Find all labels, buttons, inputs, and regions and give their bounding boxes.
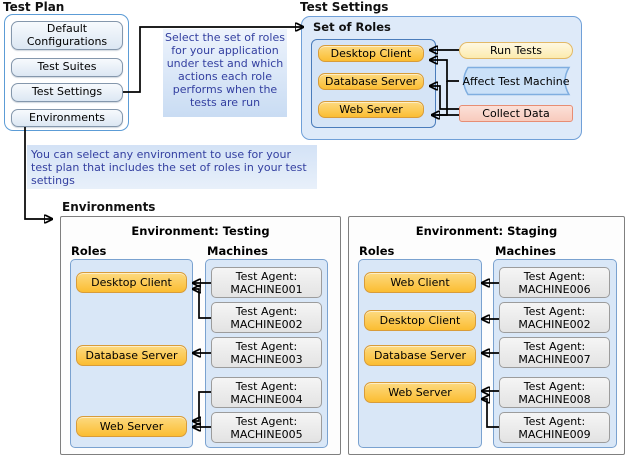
testing-roles-label: Roles xyxy=(71,244,107,258)
staging-machines-label: Machines xyxy=(495,244,556,258)
node-action-collect-data: Collect Data xyxy=(459,105,573,122)
machine-line1: Test Agent: xyxy=(235,269,298,283)
node-machine006: Test Agent: MACHINE006 xyxy=(499,267,610,298)
machine-line1: Test Agent: xyxy=(523,414,586,428)
machine-line2: MACHINE003 xyxy=(230,352,303,366)
machine-line2: MACHINE001 xyxy=(230,282,303,296)
annotation-environment-note: You can select any environment to use fo… xyxy=(27,145,317,189)
node-staging-role-web-client: Web Client xyxy=(364,272,476,293)
set-of-roles-label: Set of Roles xyxy=(313,20,391,34)
node-testing-role-database-server: Database Server xyxy=(76,345,187,366)
machine-line2: MACHINE006 xyxy=(518,282,591,296)
machine-line1: Test Agent: xyxy=(235,339,298,353)
node-staging-role-web-server: Web Server xyxy=(364,382,476,403)
node-machine005: Test Agent: MACHINE005 xyxy=(211,412,322,443)
node-machine002: Test Agent: MACHINE002 xyxy=(211,302,322,333)
machine-line2: MACHINE009 xyxy=(518,427,591,441)
node-environments: Environments xyxy=(11,109,123,127)
node-machine004: Test Agent: MACHINE004 xyxy=(211,377,322,408)
node-testing-role-web-server: Web Server xyxy=(76,416,187,437)
machine-line2: MACHINE002 xyxy=(518,317,591,331)
machine-line2: MACHINE004 xyxy=(230,392,303,406)
machine-line1: Test Agent: xyxy=(523,269,586,283)
node-test-settings: Test Settings xyxy=(11,83,123,102)
stored-data-shape xyxy=(463,66,571,96)
node-testing-role-desktop-client: Desktop Client xyxy=(76,272,187,293)
node-machine009: Test Agent: MACHINE009 xyxy=(499,412,610,443)
machine-line1: Test Agent: xyxy=(235,414,298,428)
node-machine001: Test Agent: MACHINE001 xyxy=(211,267,322,298)
action-affect-label: Affect Test Machine xyxy=(462,74,570,88)
test-settings-title: Test Settings xyxy=(300,0,389,14)
machine-line2: MACHINE007 xyxy=(518,352,591,366)
machine-line2: MACHINE005 xyxy=(230,427,303,441)
node-role-database-server: Database Server xyxy=(318,73,424,90)
node-staging-role-desktop-client: Desktop Client xyxy=(364,310,476,331)
test-plan-title: Test Plan xyxy=(3,0,65,14)
node-action-affect-test-machine: Affect Test Machine xyxy=(459,66,573,96)
machine-line1: Test Agent: xyxy=(235,304,298,318)
staging-roles-label: Roles xyxy=(359,244,395,258)
node-role-desktop-client: Desktop Client xyxy=(318,45,424,62)
node-machine003: Test Agent: MACHINE003 xyxy=(211,337,322,368)
machine-line1: Test Agent: xyxy=(235,379,298,393)
node-staging-role-database-server: Database Server xyxy=(364,345,476,366)
node-machine008: Test Agent: MACHINE008 xyxy=(499,377,610,408)
node-action-run-tests: Run Tests xyxy=(459,42,573,59)
node-machine002-staging: Test Agent: MACHINE002 xyxy=(499,302,610,333)
environment-testing-heading: Environment: Testing xyxy=(131,224,270,238)
environment-staging-heading: Environment: Staging xyxy=(415,224,558,238)
node-machine007: Test Agent: MACHINE007 xyxy=(499,337,610,368)
machine-line2: MACHINE002 xyxy=(230,317,303,331)
testing-machines-label: Machines xyxy=(207,244,268,258)
machine-line1: Test Agent: xyxy=(523,379,586,393)
environments-section-label: Environments xyxy=(62,200,156,214)
machine-line1: Test Agent: xyxy=(523,339,586,353)
machine-line1: Test Agent: xyxy=(523,304,586,318)
annotation-roles-note: Select the set of roles for your applica… xyxy=(163,29,287,117)
node-test-suites: Test Suites xyxy=(11,58,123,77)
node-default-configurations: Default Configurations xyxy=(11,21,123,50)
node-role-web-server: Web Server xyxy=(318,101,424,118)
machine-line2: MACHINE008 xyxy=(518,392,591,406)
